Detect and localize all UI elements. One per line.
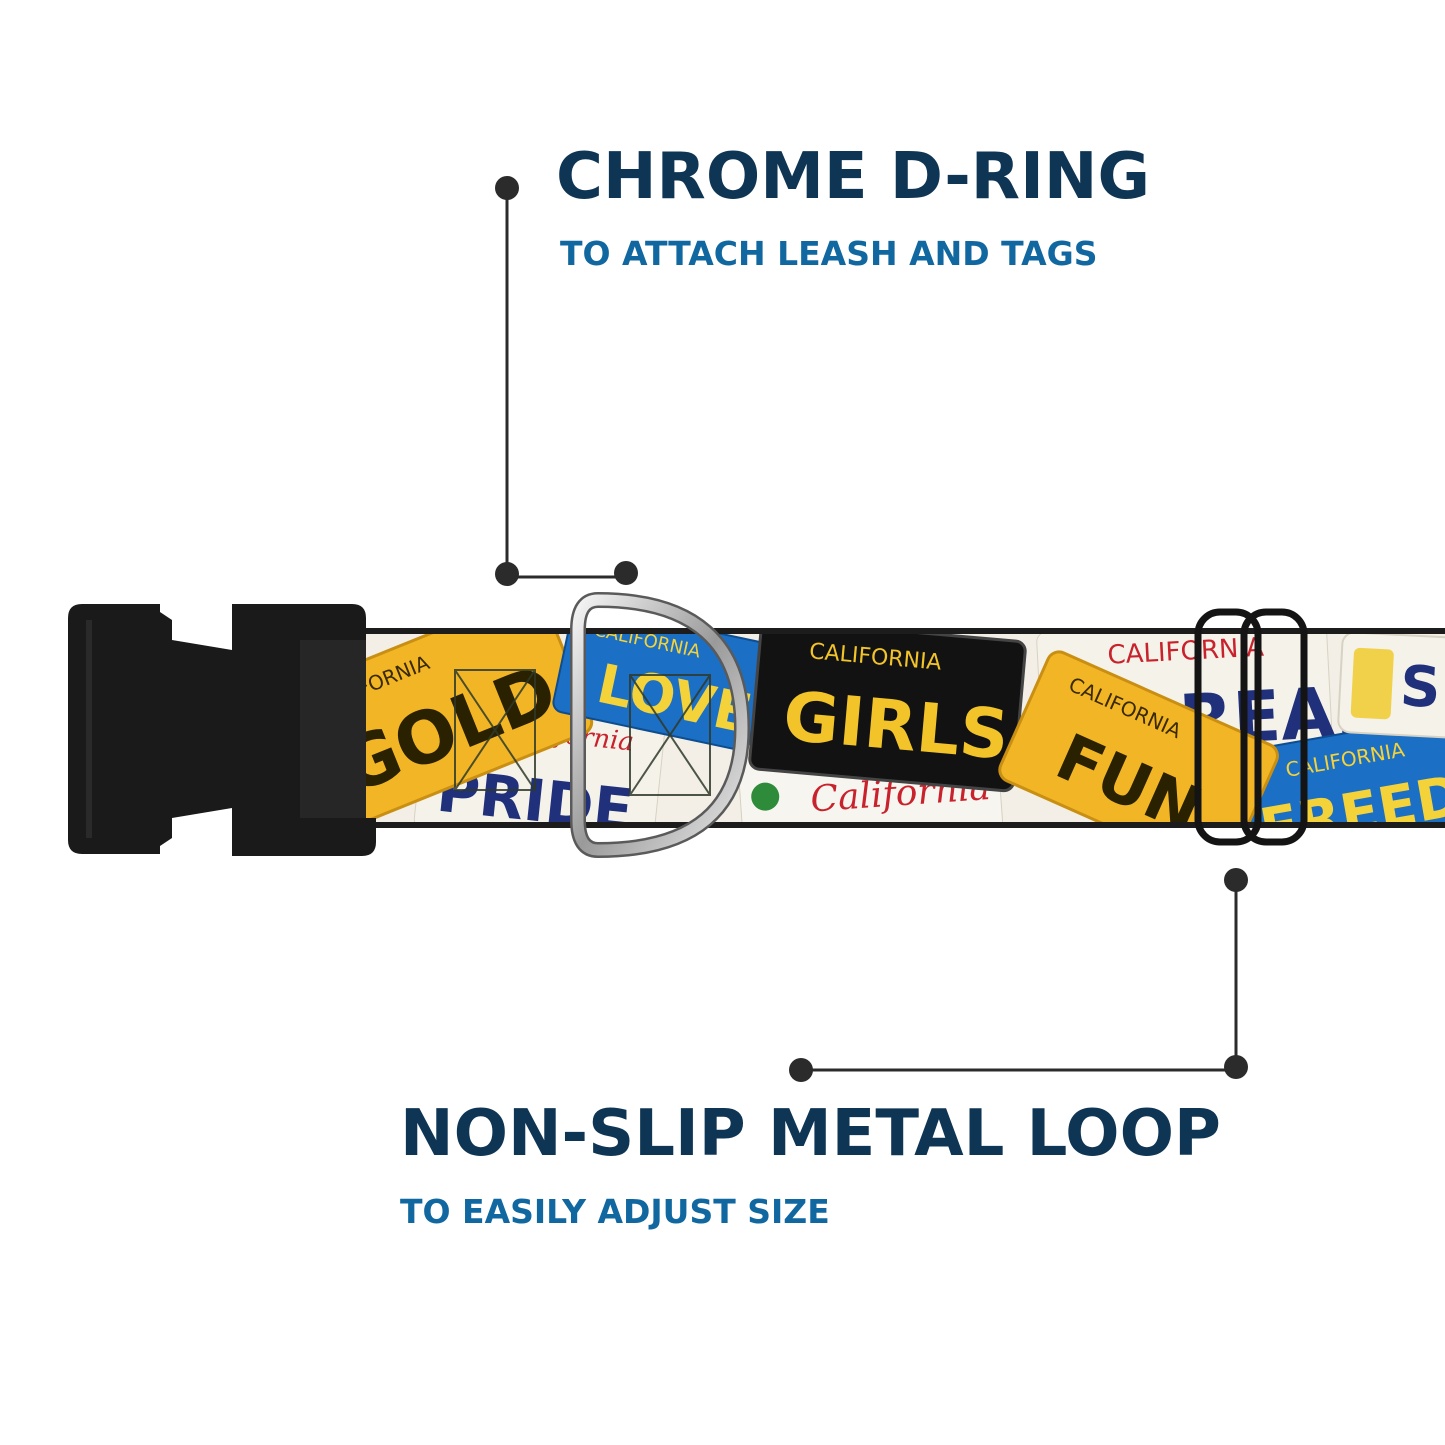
metal-loop-title: NON-SLIP METAL LOOP xyxy=(400,1097,1221,1171)
plate-s: S xyxy=(1337,632,1445,740)
d-ring-leader-line xyxy=(495,176,638,586)
buckle xyxy=(68,604,376,856)
leader-dot xyxy=(1224,868,1248,892)
plate-word-text: S xyxy=(1398,654,1442,721)
leader-dot xyxy=(614,561,638,585)
plate-fun: CALIFORNIA FUN xyxy=(998,650,1279,824)
leader-dot xyxy=(495,562,519,586)
stitch-box-x xyxy=(454,669,711,796)
d-ring-subtitle: TO ATTACH LEASH AND TAGS xyxy=(560,234,1098,273)
metal-loop-subtitle: TO EASILY ADJUST SIZE xyxy=(400,1192,830,1231)
leader-dot xyxy=(1224,1055,1248,1079)
leader-dot xyxy=(789,1058,813,1082)
d-ring xyxy=(570,591,751,859)
leader-dot xyxy=(495,176,519,200)
plate-girls: CALIFORNIA GIRLS xyxy=(748,632,1027,793)
metal-loop xyxy=(1194,608,1308,846)
plate-word-text: GIRLS xyxy=(780,677,1012,775)
metal-loop-leader-line xyxy=(789,868,1248,1082)
d-ring-title: CHROME D-RING xyxy=(556,140,1150,214)
collar-strap: California PRIDE CALIFORNIA GOLD CALIFOR… xyxy=(300,628,1445,828)
